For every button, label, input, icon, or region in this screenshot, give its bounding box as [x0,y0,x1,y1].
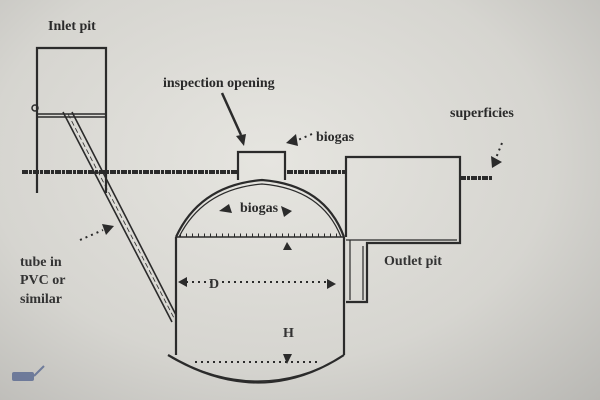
ground-surface-line [22,170,492,180]
digester-tank [167,178,346,384]
tube-label-line2: PVC or [20,273,66,288]
outlet-pit-label: Outlet pit [384,254,442,269]
biogas-inner-label: biogas [240,201,279,216]
arrowhead-icon [178,277,187,287]
inlet-pit-label: Inlet pit [48,19,96,34]
height-arrowhead-icon [283,354,292,364]
inspection-arrow [220,92,243,136]
superficies-label: superficies [450,106,514,121]
inspection-opening-label: inspection opening [163,76,275,91]
arrowhead-icon [327,279,336,289]
arrowhead-icon [102,224,114,235]
superficies-arrow [495,142,503,159]
logo-mark [12,365,45,381]
liquid-level-arrow [283,242,292,250]
arrowhead-icon [236,134,246,146]
diameter-label: D [209,277,219,292]
biogas-left-arrow [219,204,232,213]
inspection-opening [236,150,287,180]
pvc-tube [62,111,177,323]
arrowhead-icon [491,156,502,168]
biogas-top-label: biogas [316,130,355,145]
arrowhead-icon [286,134,298,146]
height-label: H [283,326,294,341]
biogas-right-arrow [281,206,292,217]
outlet-pit [344,155,462,304]
biogas-arrow [297,133,313,141]
tube-arrow [79,229,104,241]
inlet-pit [31,46,108,193]
tube-label-line3: similar [20,292,62,307]
tube-label-line1: tube in [20,255,62,270]
